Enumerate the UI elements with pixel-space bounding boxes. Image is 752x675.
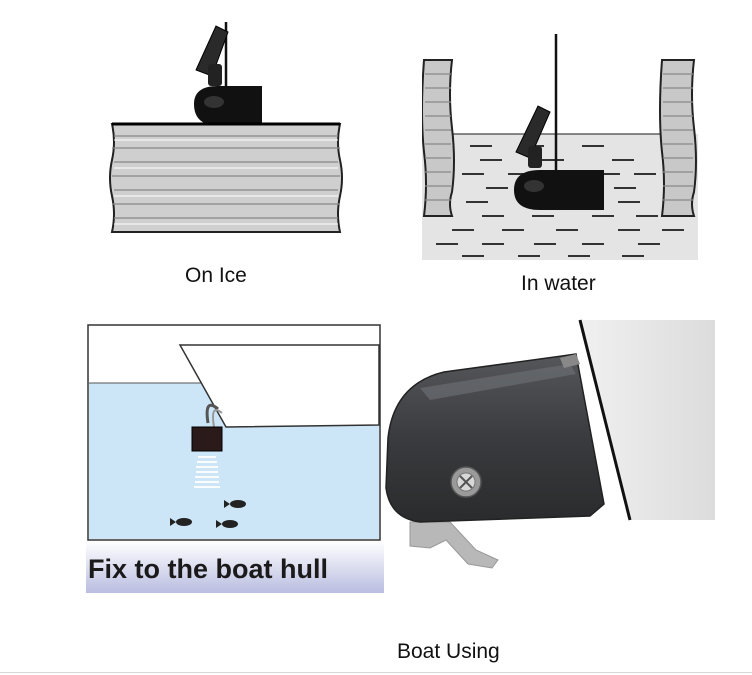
water-scene <box>421 34 698 260</box>
transducer-icon <box>194 25 262 126</box>
fish-icon <box>224 500 246 508</box>
label-band <box>86 541 384 593</box>
mount-bracket <box>409 521 499 569</box>
boat-mount-scene <box>385 319 715 569</box>
hull-scene: Fix to the boat hull <box>86 324 384 593</box>
transducer-icon <box>191 426 223 452</box>
ice-scene <box>109 22 343 233</box>
page-divider <box>0 672 752 673</box>
caption-in-water: In water <box>521 272 596 295</box>
fish-icon <box>216 520 238 528</box>
on-ice-illustration <box>108 22 346 234</box>
boat-transom <box>580 320 715 520</box>
boat-mount-illustration <box>380 318 715 573</box>
in-water-illustration <box>421 34 698 260</box>
ice-wall-left <box>421 59 455 217</box>
ice-block <box>109 122 343 233</box>
caption-on-ice: On Ice <box>185 264 247 287</box>
caption-boat-using: Boat Using <box>397 640 500 663</box>
boat-hull <box>178 344 380 428</box>
fish-icon <box>170 518 192 526</box>
sonar-beam <box>194 456 220 488</box>
transducer-icon <box>514 105 604 210</box>
ice-wall-right <box>659 59 697 217</box>
screw-icon <box>450 466 482 498</box>
boat-hull-illustration: Fix to the boat hull <box>86 323 384 593</box>
water-ripples <box>436 145 684 257</box>
hull-label: Fix to the boat hull <box>88 554 328 584</box>
